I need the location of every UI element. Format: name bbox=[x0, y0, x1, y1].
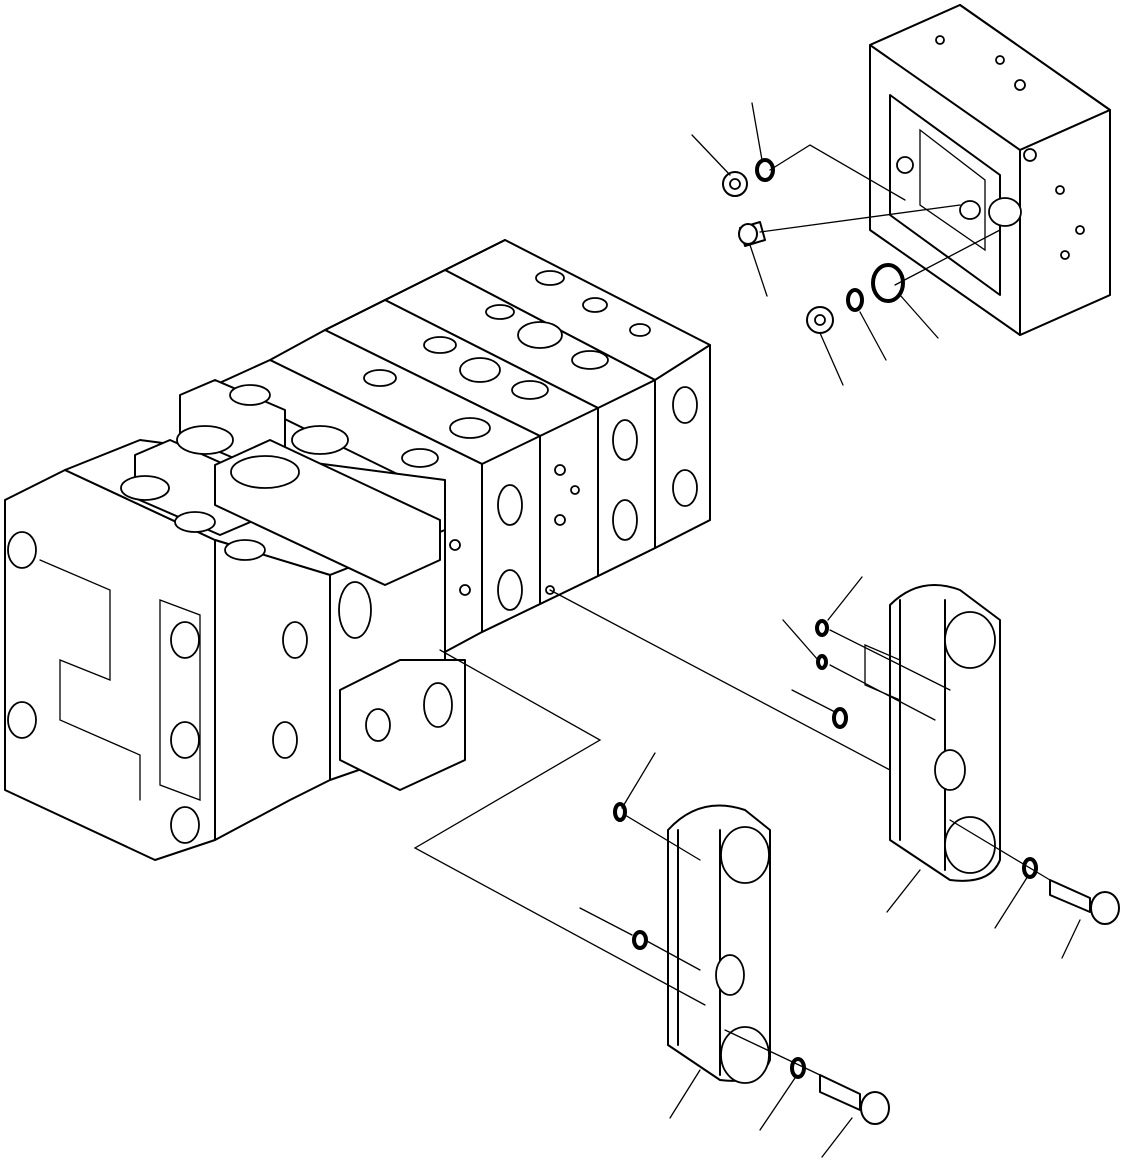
flange-upper bbox=[864, 584, 1001, 882]
port-plug-upper bbox=[722, 158, 775, 197]
port-plug-middle bbox=[738, 221, 766, 247]
end-cover bbox=[869, 4, 1111, 336]
control-valve-stack bbox=[4, 239, 711, 861]
o-ring-upper-3 bbox=[832, 707, 848, 729]
port-plug-lower bbox=[806, 263, 905, 334]
bolt-upper bbox=[1022, 857, 1120, 925]
o-ring-upper-1 bbox=[815, 619, 829, 637]
assembly-lines bbox=[413, 144, 1051, 1076]
leader-lines bbox=[579, 102, 1081, 1158]
flange-lower bbox=[613, 802, 771, 1084]
bolt-lower bbox=[790, 1057, 890, 1125]
o-ring-upper-2 bbox=[816, 654, 828, 670]
